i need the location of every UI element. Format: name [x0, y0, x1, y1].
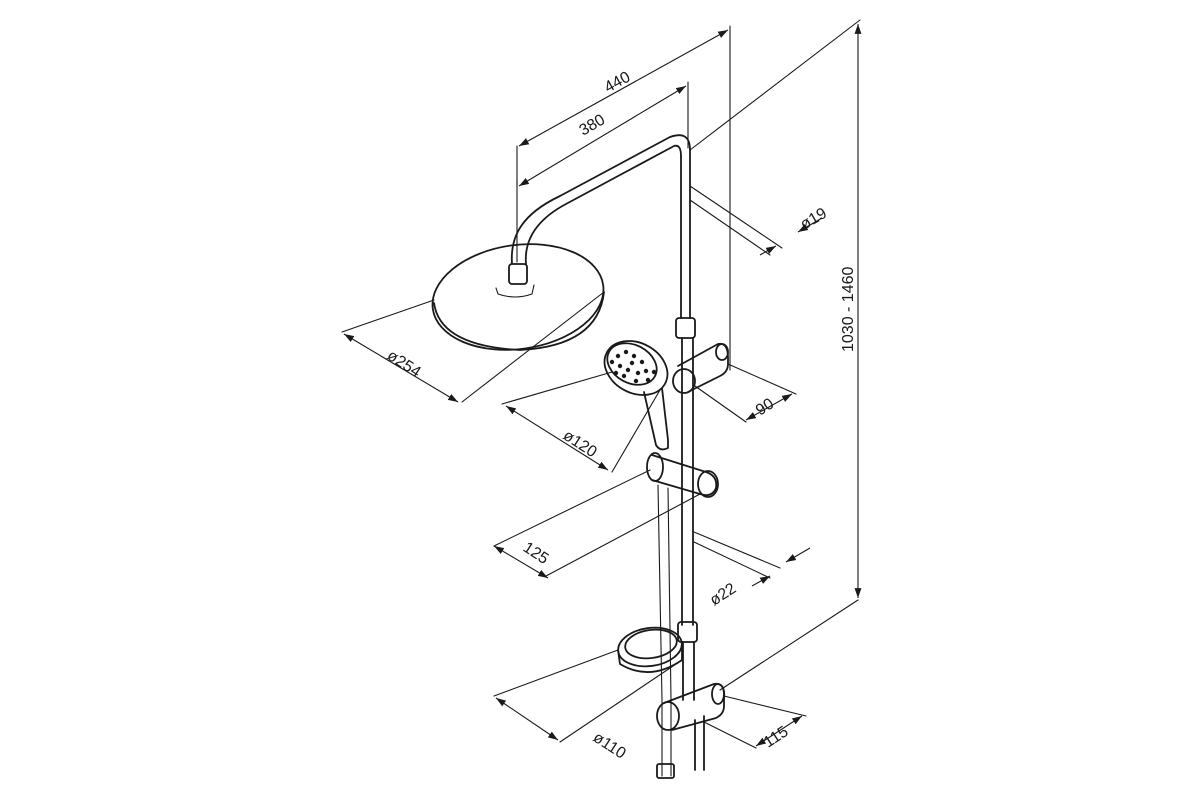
dim-label-115: 115 — [761, 723, 792, 751]
dim-label-o110: ø110 — [590, 729, 629, 763]
dim-label-440: 440 — [602, 69, 634, 97]
dim-label-90: 90 — [753, 395, 777, 419]
dimension-lines — [341, 19, 862, 749]
slide-bar — [646, 452, 719, 498]
riser-column — [675, 149, 698, 701]
dim-label-overall-height: 1030 - 1460 — [840, 266, 857, 352]
dim-label-o254: ø254 — [384, 347, 424, 381]
diverter-mixer — [656, 682, 726, 771]
dim-label-o120: ø120 — [560, 427, 600, 461]
hand-shower-holder — [672, 342, 729, 394]
dim-label-o22: ø22 — [707, 580, 739, 609]
hand-shower — [603, 340, 669, 451]
overhead-shower-head — [431, 243, 605, 351]
